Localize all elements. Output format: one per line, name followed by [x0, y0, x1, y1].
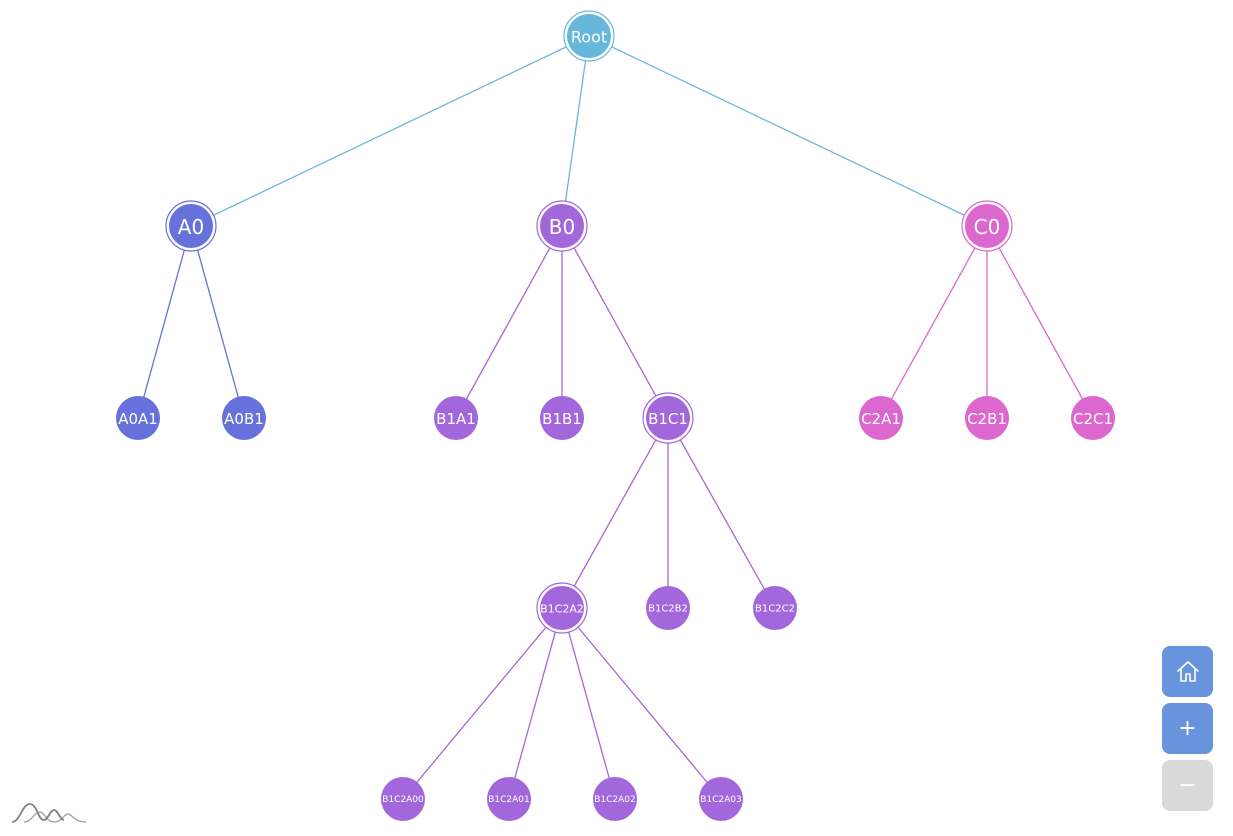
- node-label: C0: [974, 215, 1001, 239]
- node-c2a1[interactable]: C2A1: [859, 396, 903, 440]
- node-label: A0A1: [118, 410, 158, 428]
- node-label: B1A1: [436, 410, 476, 428]
- node-label: A0: [178, 215, 204, 239]
- node-circle: [965, 396, 1009, 440]
- node-c2b1[interactable]: C2B1: [965, 396, 1009, 440]
- link-c0-c2c1: [986, 225, 1094, 419]
- link-a0-a0b1: [190, 225, 245, 419]
- node-circle: [116, 396, 160, 440]
- node-a0b1[interactable]: A0B1: [222, 396, 266, 440]
- zoom-out-button[interactable]: −: [1162, 760, 1213, 811]
- node-c0[interactable]: C0: [961, 200, 1013, 252]
- node-root[interactable]: Root: [563, 10, 615, 62]
- link-root-a0: [190, 35, 590, 227]
- node-label: B1C2A02: [594, 795, 636, 805]
- node-label: A0B1: [224, 410, 264, 428]
- node-circle: [965, 204, 1009, 248]
- link-b1c1-b1c2c2: [667, 417, 776, 609]
- link-b1c2a2-b1c2a02: [561, 607, 616, 800]
- node-circle: [593, 777, 637, 821]
- node-label: B1B1: [542, 410, 582, 428]
- node-circle: [540, 586, 584, 630]
- node-b1c2a03[interactable]: B1C2A03: [699, 777, 743, 821]
- node-b1c2a01[interactable]: B1C2A01: [487, 777, 531, 821]
- node-label: B1C2A2: [540, 603, 584, 616]
- node-label: B1C2A03: [700, 795, 742, 805]
- node-label: B1C2C2: [755, 604, 795, 615]
- node-circle: [646, 586, 690, 630]
- node-circle: [222, 396, 266, 440]
- node-label: B1C2A01: [488, 795, 530, 805]
- node-circle: [381, 777, 425, 821]
- home-icon: [1174, 658, 1202, 686]
- links-layer: [137, 35, 1094, 800]
- node-circle: [434, 396, 478, 440]
- zoom-out-label: −: [1178, 773, 1197, 798]
- node-circle: [699, 777, 743, 821]
- node-label: B1C1: [648, 410, 688, 428]
- link-b0-b1c1: [561, 225, 669, 419]
- node-b0[interactable]: B0: [536, 200, 588, 252]
- zoom-controls: + −: [1162, 646, 1213, 817]
- node-a0a1[interactable]: A0A1: [116, 396, 160, 440]
- link-b1c2a2-b1c2a01: [508, 607, 563, 800]
- node-circle: [753, 586, 797, 630]
- node-circle: [646, 396, 690, 440]
- link-root-b0: [561, 35, 590, 227]
- home-button[interactable]: [1162, 646, 1213, 697]
- node-b1b1[interactable]: B1B1: [540, 396, 584, 440]
- node-circle: [567, 14, 611, 58]
- link-b0-b1a1: [455, 225, 563, 419]
- node-label: C2C1: [1073, 410, 1113, 428]
- node-circle: [859, 396, 903, 440]
- zoom-in-label: +: [1178, 716, 1197, 741]
- node-label: B1C2A00: [382, 795, 424, 805]
- zoom-in-button[interactable]: +: [1162, 703, 1213, 754]
- amcharts-logo: [10, 798, 88, 826]
- node-b1c2a2[interactable]: B1C2A2: [536, 582, 588, 634]
- link-a0-a0a1: [137, 225, 192, 419]
- node-b1c2b2[interactable]: B1C2B2: [646, 586, 690, 630]
- node-b1c2c2[interactable]: B1C2C2: [753, 586, 797, 630]
- node-b1c2a00[interactable]: B1C2A00: [381, 777, 425, 821]
- node-b1a1[interactable]: B1A1: [434, 396, 478, 440]
- node-label: C2B1: [967, 410, 1007, 428]
- link-b1c2a2-b1c2a00: [402, 607, 563, 800]
- link-root-c0: [588, 35, 988, 227]
- node-label: Root: [571, 28, 607, 47]
- link-b1c2a2-b1c2a03: [561, 607, 722, 800]
- node-label: B0: [549, 215, 575, 239]
- node-circle: [540, 396, 584, 440]
- node-label: B1C2B2: [648, 604, 688, 615]
- node-circle: [540, 204, 584, 248]
- node-a0[interactable]: A0: [165, 200, 217, 252]
- node-circle: [487, 777, 531, 821]
- node-c2c1[interactable]: C2C1: [1071, 396, 1115, 440]
- node-label: C2A1: [861, 410, 901, 428]
- node-b1c2a02[interactable]: B1C2A02: [593, 777, 637, 821]
- node-b1c1[interactable]: B1C1: [642, 392, 694, 444]
- node-circle: [1071, 396, 1115, 440]
- node-circle: [169, 204, 213, 248]
- link-b1c1-b1c2a2: [561, 417, 669, 609]
- link-c0-c2a1: [880, 225, 988, 419]
